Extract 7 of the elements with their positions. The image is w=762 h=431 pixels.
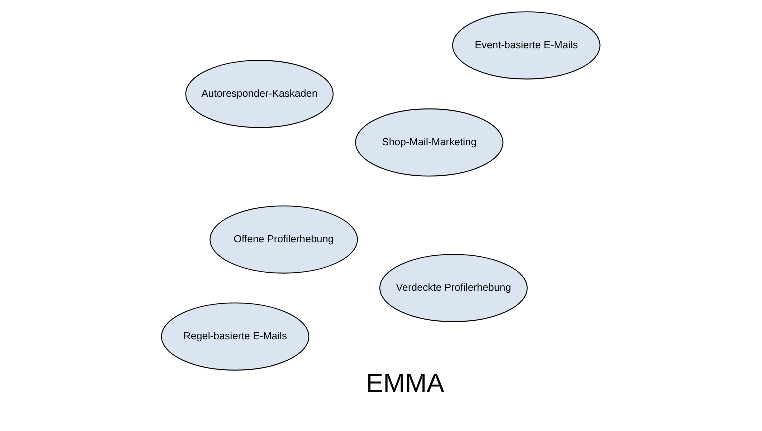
node-ellipse: Shop-Mail-Marketing [355,108,504,177]
node-ellipse: Regel-basierte E-Mails [161,302,310,371]
label: EMMA [366,368,444,398]
node-ellipse: Event-basierte E-Mails [452,12,601,80]
node-ellipse: Verdeckte Profilerhebung [380,254,528,322]
node-ellipse: Autoresponder-Kaskaden [186,60,334,128]
node-ellipse: Offene Profilerhebung [210,206,358,274]
